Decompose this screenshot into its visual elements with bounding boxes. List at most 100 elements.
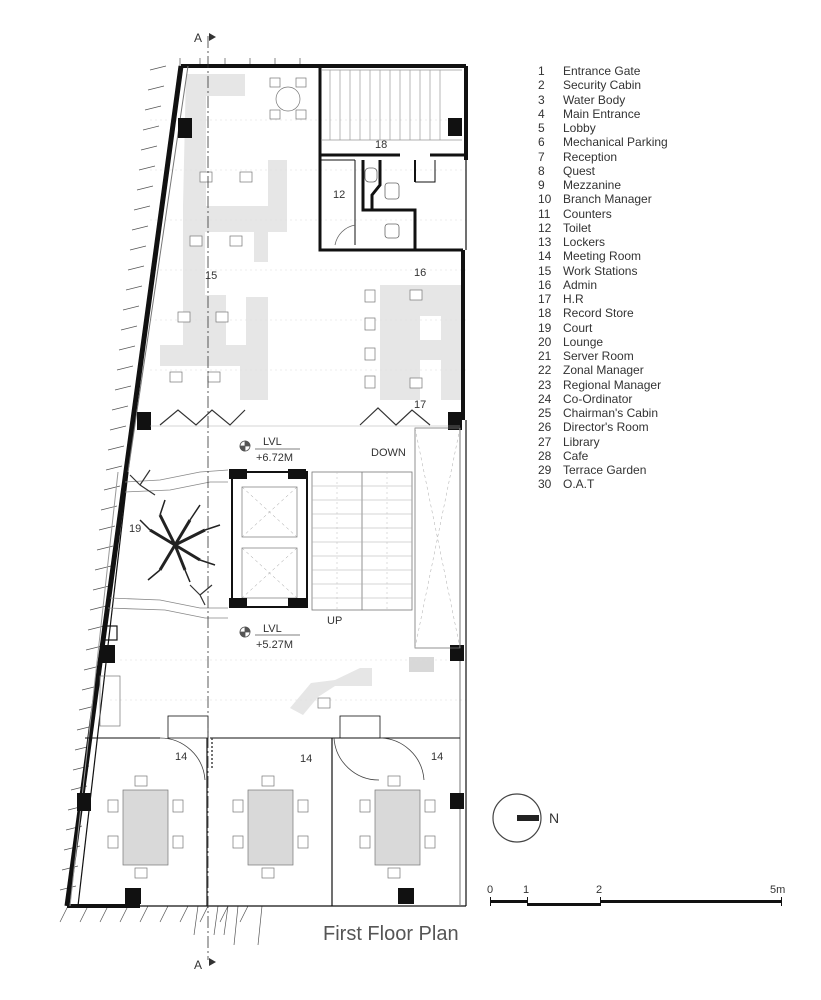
room-number-work-stations: 15 [205,270,217,282]
legend-number: 3 [538,92,545,107]
legend-number: 13 [538,235,552,249]
legend-item: 5 Lobby [538,121,738,135]
floor-grid [110,119,466,701]
court-garden [107,469,229,619]
legend-number: 30 [538,477,552,492]
legend-number: 23 [538,377,552,392]
legend-number: 10 [538,192,552,207]
drawing-title: First Floor Plan [323,923,459,945]
legend-label: Security Cabin [563,78,642,93]
meeting-rooms [85,715,460,906]
level-label-lower: LVL [263,623,282,635]
legend-number: 21 [538,349,552,363]
legend-number: 8 [538,163,545,178]
section-line [207,33,216,966]
room-number-court: 19 [129,523,141,535]
room-number-hr: 17 [414,399,426,411]
legend-item: 21 Server Room [538,349,738,363]
legend-label: Entrance Gate [563,64,641,78]
toilet-fixtures [334,167,400,246]
central-core [229,427,461,649]
room-number-toilet: 12 [333,189,345,201]
legend-number: 22 [538,363,552,378]
legend-item: 4 Main Entrance [538,107,738,121]
legend-label: Chairman's Cabin [563,406,658,420]
scale-label-1: 1 [523,884,529,896]
legend-label: Terrace Garden [563,463,647,477]
legend-label: Water Body [563,92,626,107]
legend-label: O.A.T [563,477,595,492]
legend-label: H.R [563,292,584,306]
stair-label-up: UP [327,615,342,627]
legend-item: 3 Water Body [538,93,738,107]
record-store-stair [322,69,462,141]
legend-number: 25 [538,406,552,420]
legend-label: Main Entrance [563,106,641,121]
room-number-meeting-2: 14 [300,753,312,765]
level-value-upper: +6.72M [256,452,293,464]
legend-item: 30 O.A.T [538,477,738,491]
legend-label: Zonal Manager [563,363,644,378]
legend-number: 11 [538,206,551,221]
folding-doors [150,407,460,427]
legend-label: Server Room [563,349,634,363]
room-number-admin: 16 [414,267,426,279]
legend-number: 5 [538,121,545,135]
legend-label: Mechanical Parking [563,135,668,150]
scale-label-0: 0 [487,884,493,896]
legend-label: Lounge [563,334,604,349]
legend-number: 26 [538,420,552,435]
legend-number: 19 [538,320,552,335]
legend-label: Record Store [563,306,634,321]
room-number-meeting-1: 14 [175,751,187,763]
legend-number: 9 [538,178,545,192]
room-number-meeting-3: 14 [431,751,443,763]
interior-walls [318,66,466,252]
level-label-upper: LVL [263,436,282,448]
legend-label: Meeting Room [563,249,642,264]
legend-number: 18 [538,306,552,321]
legend-number: 16 [538,277,552,292]
legend-number: 12 [538,220,552,235]
north-label: N [549,810,559,826]
furniture [99,77,436,879]
scale-bar [490,897,782,906]
wall-hatch [59,58,301,946]
legend-label: Lobby [563,121,596,135]
legend-item: 25 Chairman's Cabin [538,406,738,420]
legend-item: 23 Regional Manager [538,378,738,392]
legend-label: Toilet [563,220,592,235]
legend-number: 2 [538,78,545,93]
legend-item: 22 Zonal Manager [538,363,738,377]
section-marker-bottom: A [194,958,202,972]
legend-label: Library [563,434,600,449]
legend-label: Reception [563,149,618,164]
legend-label: Cafe [563,448,589,463]
room-number-record-store: 18 [375,139,387,151]
legend-label: Counters [563,206,612,221]
legend-label: Regional Manager [563,377,662,392]
floor-tints [160,74,463,715]
level-value-lower: +5.27M [256,639,293,651]
scale-label-5m: 5m [770,884,785,896]
legend-number: 4 [538,106,545,121]
outer-walls [64,64,468,908]
level-marker-icons [239,440,251,638]
legend-number: 15 [538,263,552,278]
legend-number: 28 [538,448,552,463]
legend-label: Co-Ordinator [563,391,633,406]
legend-number: 29 [538,463,552,477]
legend-item: 29 Terrace Garden [538,463,738,477]
